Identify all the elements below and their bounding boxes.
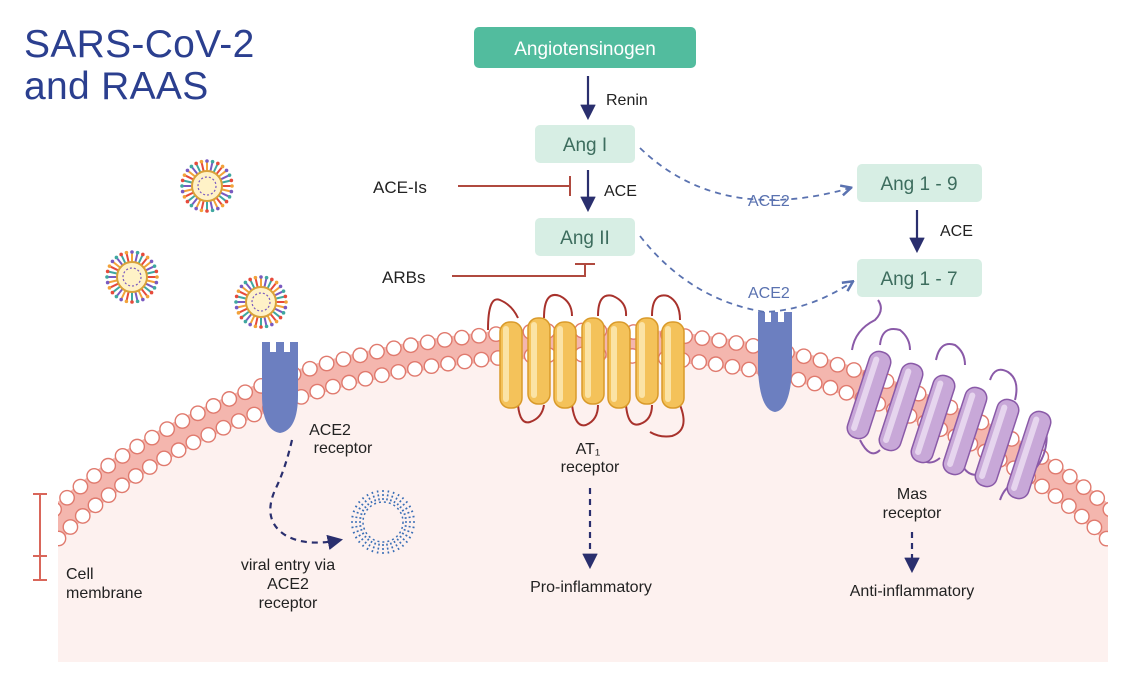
ace2-receptor-label-line-2: receptor xyxy=(314,440,373,457)
ang1-9-label: Ang 1 - 9 xyxy=(880,174,957,195)
anti-inflammatory-label: Anti-inflammatory xyxy=(850,583,974,600)
membrane-label-line-1: Cell xyxy=(66,566,94,583)
ang1-box xyxy=(535,125,635,163)
viral-entry-label-line-1: viral entry via xyxy=(241,557,335,574)
ang1-7-label: Ang 1 - 7 xyxy=(880,269,957,290)
membrane-label-line-2: membrane xyxy=(66,585,143,602)
ang1-7-box xyxy=(857,259,982,297)
title-line-2: and RAAS xyxy=(24,65,209,108)
ang2-box xyxy=(535,218,635,256)
mas-receptor-label-line-2: receptor xyxy=(883,505,942,522)
angiotensinogen-box xyxy=(474,27,696,68)
ang2-label: Ang II xyxy=(560,228,610,249)
at1-receptor xyxy=(487,294,685,438)
ace-is-inhibitor-line xyxy=(458,176,571,196)
at1-receptor-label-line-1: AT₁ xyxy=(576,441,601,458)
arbs-inhibitor-line xyxy=(452,263,595,277)
viral-entry-label-line-3: receptor xyxy=(259,595,318,612)
at1-receptor-label-line-2: receptor xyxy=(561,459,620,476)
renin-label: Renin xyxy=(606,92,648,109)
ace-label-2: ACE xyxy=(940,223,973,240)
cell-interior xyxy=(58,332,1108,662)
virus-particle xyxy=(105,250,159,304)
pro-inflammatory-label: Pro-inflammatory xyxy=(530,579,652,596)
viral-entry-arrow xyxy=(269,439,344,550)
ace2-receptor-left xyxy=(262,342,298,433)
ace2-label-upper: ACE2 xyxy=(748,193,790,210)
virus-particle xyxy=(180,159,234,213)
ang1-9-box xyxy=(857,164,982,202)
virus-particle xyxy=(234,275,288,329)
diagram-title: SARS-CoV-2 and RAAS xyxy=(24,24,255,108)
angiotensinogen-label: Angiotensinogen xyxy=(514,39,656,60)
title-line-1: SARS-CoV-2 xyxy=(24,23,255,66)
ace2-receptor-label-line-1: ACE2 xyxy=(309,422,351,439)
ace2-arrow-upper xyxy=(639,147,850,201)
ace-is-label: ACE-Is xyxy=(373,178,427,197)
membrane-bracket xyxy=(33,493,47,581)
mas-receptor-label-line-1: Mas xyxy=(897,486,927,503)
viral-entry-label-line-2: ACE2 xyxy=(267,576,309,593)
ace2-receptor-right xyxy=(758,312,792,412)
membrane-band xyxy=(58,327,1108,541)
arbs-label: ARBs xyxy=(382,268,425,287)
mas-receptor xyxy=(846,299,1052,501)
ace2-arrow-lower xyxy=(639,235,852,313)
ang1-label: Ang I xyxy=(563,135,607,156)
ace2-label-lower: ACE2 xyxy=(748,285,790,302)
ace-label-1: ACE xyxy=(604,183,637,200)
